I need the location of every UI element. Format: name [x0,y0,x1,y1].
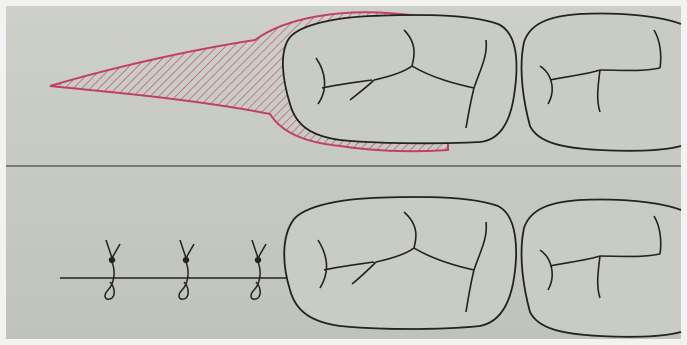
tooth-molar [284,197,516,329]
tooth-molar-partial [522,13,681,150]
tooth-molar-partial [522,199,681,336]
tooth-molar [283,15,517,143]
